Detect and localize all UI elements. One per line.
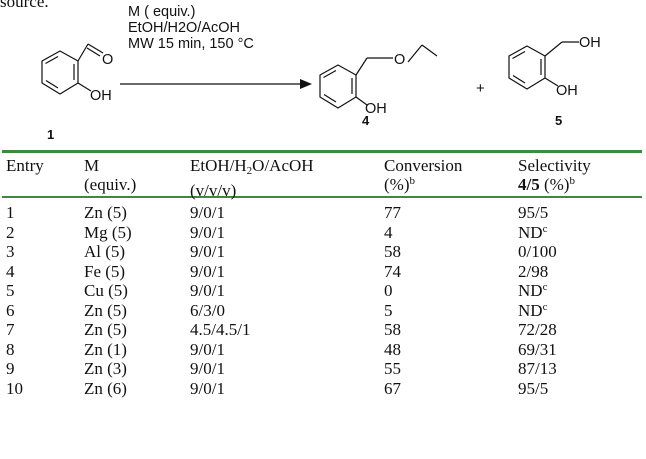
- cell-ratio: 9/0/1: [190, 378, 225, 398]
- cell-entry: 1: [6, 203, 15, 222]
- atom-o-1: O: [102, 52, 113, 68]
- cell-selectivity: NDc: [518, 300, 548, 320]
- header-conversion: Conversion(%)b: [384, 156, 463, 194]
- cell-selectivity: NDc: [518, 222, 548, 242]
- header-solvent-unit: (v/v/v): [190, 181, 237, 200]
- cell-ratio: 4.5/4.5/1: [190, 320, 251, 339]
- cell-entry: 5: [6, 281, 15, 300]
- cell-entry: 10: [6, 378, 23, 398]
- cell-entry: 6: [6, 300, 15, 320]
- cell-selectivity: 2/98: [518, 261, 549, 281]
- compound-label-1: 1: [47, 127, 55, 142]
- atom-oh-5a: OH: [579, 35, 601, 51]
- cell-ratio: 9/0/1: [190, 261, 225, 281]
- cell-ratio: 9/0/1: [190, 339, 225, 359]
- condition-line-2: EtOH/H2O/AcOH: [128, 20, 240, 36]
- cell-conversion: 48: [384, 339, 401, 359]
- cell-ratio: 9/0/1: [190, 242, 225, 261]
- cell-ratio: 9/0/1: [190, 222, 225, 242]
- cell-m: Cu (5): [84, 281, 128, 300]
- results-table: Entry M(equiv.) EtOH/H2O/AcOH(v/v/v) Con…: [4, 156, 642, 398]
- table-row: 10 Zn (6) 9/0/1 67 95/5: [4, 379, 642, 399]
- cell-selectivity: 95/5: [518, 378, 549, 398]
- top-cut-text: source.: [0, 0, 49, 11]
- cell-ratio: 6/3/0: [190, 300, 225, 320]
- cell-entry: 2: [6, 222, 15, 242]
- cell-selectivity: 87/13: [518, 359, 557, 378]
- cell-m: Zn (5): [84, 320, 127, 339]
- header-entry: Entry: [6, 156, 44, 175]
- reactant-structure: [41, 43, 104, 95]
- cell-conversion: 55: [384, 359, 401, 378]
- atom-oh-1: OH: [90, 88, 112, 104]
- header-m-unit: (equiv.): [84, 175, 137, 194]
- cell-m: Zn (6): [84, 378, 127, 398]
- table-row: 6 Zn (5) 6/3/0 5 NDc: [4, 301, 642, 321]
- condition-line-1: M ( equiv.): [128, 4, 196, 20]
- cell-ratio: 9/0/1: [190, 203, 225, 222]
- atom-oh-4: OH: [365, 101, 387, 117]
- product-5-structure: [508, 41, 579, 90]
- atom-o-4: O: [394, 52, 405, 68]
- reaction-scheme: O OH O OH OH OH: [41, 35, 601, 117]
- cell-m: Al (5): [84, 242, 126, 261]
- cell-entry: 9: [6, 359, 15, 378]
- cell-selectivity: 0/100: [518, 242, 557, 261]
- cell-conversion: 58: [384, 320, 401, 339]
- cell-m: Zn (5): [84, 203, 127, 222]
- cell-m: Zn (3): [84, 359, 127, 378]
- compound-label-5: 5: [555, 113, 563, 128]
- cell-selectivity: 72/28: [518, 320, 557, 339]
- cell-conversion: 5: [384, 300, 393, 320]
- table-row: 9 Zn (3) 9/0/1 55 87/13: [4, 359, 642, 379]
- product-4-structure: [319, 44, 438, 109]
- cell-m: Zn (5): [84, 300, 127, 320]
- cell-ratio: 9/0/1: [190, 359, 225, 378]
- header-solvent: EtOH/H2O/AcOH(v/v/v): [190, 156, 314, 200]
- table-row: 4 Fe (5) 9/0/1 74 2/98: [4, 262, 642, 282]
- cell-conversion: 4: [384, 222, 393, 242]
- cell-conversion: 0: [384, 281, 393, 300]
- plus-sign: +: [476, 80, 485, 97]
- atom-oh-5b: OH: [556, 83, 578, 99]
- cell-entry: 4: [6, 261, 15, 281]
- table-row: 1 Zn (5) 9/0/1 77 95/5: [4, 203, 642, 223]
- header-m: M(equiv.): [84, 156, 137, 194]
- table-row: 2 Mg (5) 9/0/1 4 NDc: [4, 223, 642, 243]
- table-row: 8 Zn (1) 9/0/1 48 69/31: [4, 340, 642, 360]
- cell-conversion: 74: [384, 261, 401, 281]
- cell-m: Zn (1): [84, 339, 127, 359]
- cell-selectivity: 95/5: [518, 203, 549, 222]
- compound-label-4: 4: [362, 113, 370, 128]
- condition-line-3: MW 15 min, 150 °C: [128, 36, 254, 52]
- cell-ratio: 9/0/1: [190, 281, 225, 300]
- table-header-row: Entry M(equiv.) EtOH/H2O/AcOH(v/v/v) Con…: [4, 156, 642, 203]
- cell-m: Mg (5): [84, 222, 132, 242]
- table-header-rule: [2, 196, 642, 198]
- cell-entry: 8: [6, 339, 15, 359]
- table-row: 7 Zn (5) 4.5/4.5/1 58 72/28: [4, 320, 642, 340]
- table-top-rule: [2, 150, 642, 153]
- cell-entry: 7: [6, 320, 15, 339]
- arrow-head: [300, 79, 312, 89]
- table-row: 3 Al (5) 9/0/1 58 0/100: [4, 242, 642, 262]
- cell-entry: 3: [6, 242, 15, 261]
- table-row: 5 Cu (5) 9/0/1 0 NDc: [4, 281, 642, 301]
- cell-conversion: 67: [384, 378, 401, 398]
- cell-selectivity: NDc: [518, 281, 548, 300]
- cell-selectivity: 69/31: [518, 339, 557, 359]
- cell-m: Fe (5): [84, 261, 126, 281]
- cell-conversion: 77: [384, 203, 401, 222]
- cell-conversion: 58: [384, 242, 401, 261]
